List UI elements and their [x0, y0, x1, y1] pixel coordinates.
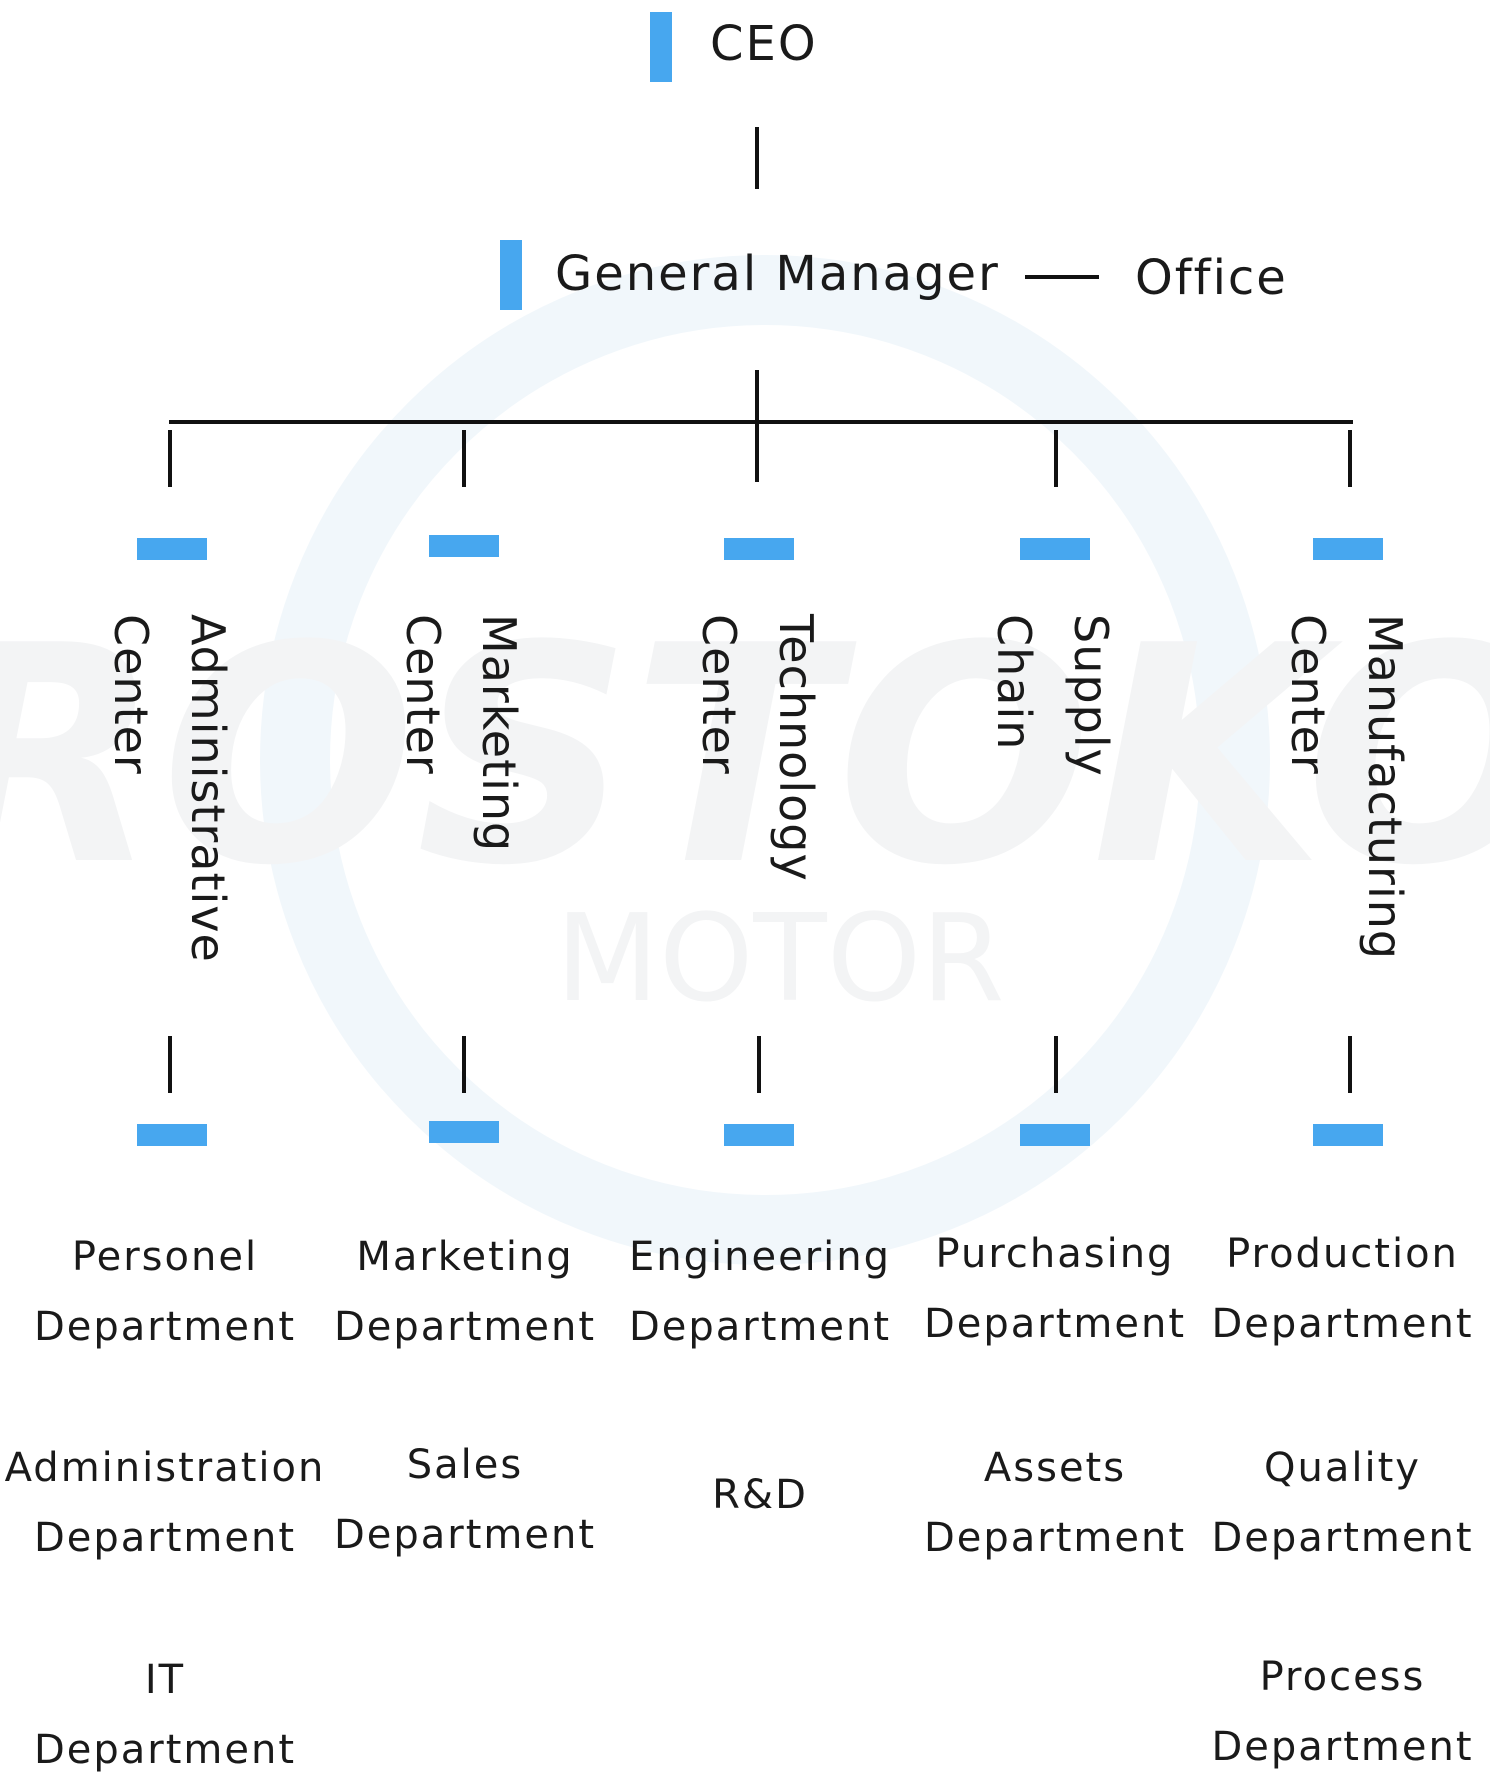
gm-marker: [500, 240, 522, 310]
center-marker-manufacturing: [1313, 538, 1383, 560]
gm-down-line: [755, 370, 759, 482]
dept-quality: Quality Department: [1195, 1433, 1490, 1573]
general-manager-label: General Manager: [555, 246, 1000, 302]
dept-marketing: Marketing Department: [315, 1222, 615, 1362]
dept-process-line2: Department: [1211, 1724, 1474, 1770]
lower-line-manufacturing: [1348, 1036, 1352, 1093]
dept-purchasing-line2: Department: [923, 1301, 1187, 1347]
dept-personel-line1: Personel: [71, 1234, 259, 1280]
dept-sales: Sales Department: [315, 1430, 615, 1570]
lower-line-supply: [1054, 1036, 1058, 1093]
center-technology-line2: Center: [692, 614, 746, 775]
branch-line-supply: [1054, 430, 1058, 487]
dept-marketing-line1: Marketing: [356, 1234, 574, 1280]
branch-line-administrative: [168, 430, 172, 487]
lower-line-technology: [757, 1036, 761, 1093]
center-marker-supply: [1020, 538, 1090, 560]
ceo-label: CEO: [710, 16, 818, 72]
dept-quality-line1: Quality: [1264, 1445, 1421, 1491]
dept-quality-line2: Department: [1211, 1515, 1474, 1561]
center-administrative-line1: Administrative: [181, 614, 235, 963]
center-administrative-line2: Center: [104, 614, 158, 775]
dept-it-line1: IT: [144, 1657, 186, 1703]
dept-marker-manufacturing: [1313, 1124, 1383, 1146]
center-supply-line1: Supply: [1064, 614, 1118, 777]
lower-line-administrative: [168, 1036, 172, 1093]
branch-line-marketing: [462, 430, 466, 487]
center-marketing-line1: Marketing: [472, 614, 526, 853]
dept-marker-supply: [1020, 1124, 1090, 1146]
center-technology-line1: Technology: [769, 614, 823, 882]
dept-assets-line1: Assets: [983, 1445, 1127, 1491]
dept-engineering-line1: Engineering: [629, 1234, 891, 1280]
center-marker-marketing: [429, 535, 499, 557]
dept-sales-line2: Department: [333, 1512, 597, 1558]
dept-marker-technology: [724, 1124, 794, 1146]
dept-process-line1: Process: [1259, 1654, 1426, 1700]
dept-it: IT Department: [0, 1645, 330, 1785]
dept-assets-line2: Department: [923, 1515, 1187, 1561]
dept-process: Process Department: [1195, 1642, 1490, 1782]
branch-line-manufacturing: [1348, 430, 1352, 487]
dept-marker-marketing: [429, 1121, 499, 1143]
dept-assets: Assets Department: [905, 1433, 1205, 1573]
dept-marker-administrative: [137, 1124, 207, 1146]
office-label: Office: [1135, 250, 1288, 306]
dept-engineering-line2: Department: [628, 1304, 892, 1350]
watermark-sub: MOTOR: [555, 890, 1004, 1029]
ceo-connector-line: [755, 127, 759, 189]
dept-production-line1: Production: [1226, 1231, 1459, 1277]
dept-administration: Administration Department: [0, 1433, 330, 1573]
center-supply-line2: Chain: [987, 614, 1041, 751]
dept-administration-line1: Administration: [4, 1445, 326, 1491]
dept-administration-line2: Department: [33, 1515, 297, 1561]
branch-horizontal-line: [169, 420, 1353, 424]
lower-line-marketing: [462, 1036, 466, 1093]
center-marker-technology: [724, 538, 794, 560]
dept-personel: Personel Department: [0, 1222, 330, 1362]
office-connector-line: [1025, 275, 1099, 279]
dept-rnd: R&D: [610, 1460, 910, 1530]
dept-rnd-line1: R&D: [712, 1472, 808, 1518]
dept-production: Production Department: [1195, 1219, 1490, 1359]
dept-sales-line1: Sales: [406, 1442, 524, 1488]
center-marketing-line2: Center: [396, 614, 450, 775]
dept-purchasing-line1: Purchasing: [935, 1231, 1175, 1277]
dept-it-line2: Department: [33, 1727, 297, 1773]
ceo-marker: [650, 12, 672, 82]
center-marker-administrative: [137, 538, 207, 560]
center-manufacturing-line2: Center: [1281, 614, 1335, 775]
dept-marketing-line2: Department: [333, 1304, 597, 1350]
dept-production-line2: Department: [1211, 1301, 1474, 1347]
dept-personel-line2: Department: [33, 1304, 297, 1350]
center-manufacturing-line1: Manufacturing: [1358, 614, 1412, 961]
dept-engineering: Engineering Department: [610, 1222, 910, 1362]
dept-purchasing: Purchasing Department: [905, 1219, 1205, 1359]
